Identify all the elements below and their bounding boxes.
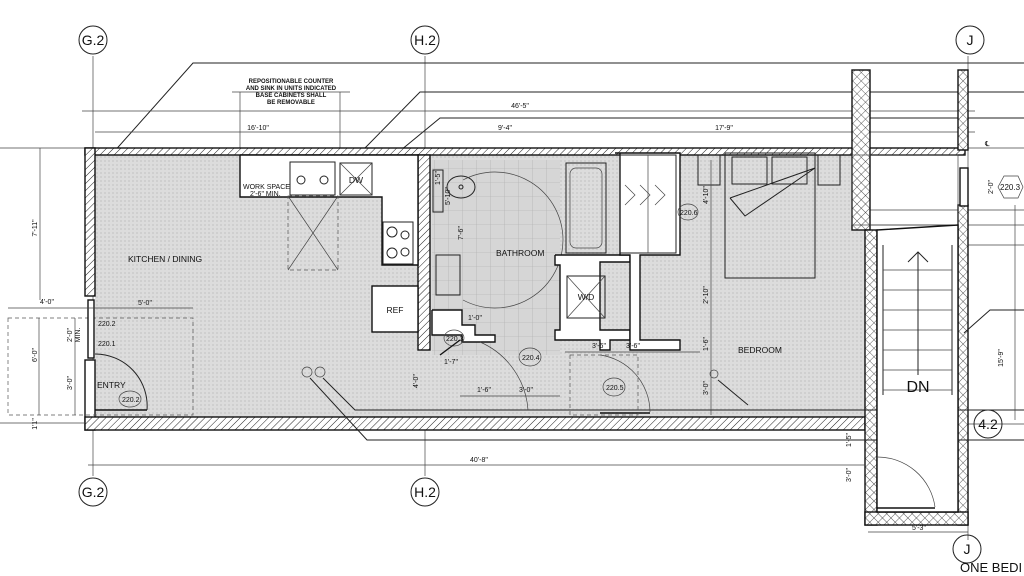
north-wall [84,147,966,156]
dimensions-kitchen_h-label: 7'-11" [32,219,39,237]
sink [289,161,336,196]
dimensions-win_2-label: 2'-0" [67,328,74,342]
grid-bubble-j-bottom: J [952,534,982,564]
note-1-label: AND SINK IN UNITS INDICATED [246,86,337,92]
note-3-label: BE REMOVABLE [267,100,315,106]
fixtures-washer_dryer-label: W/D [578,292,595,302]
dimensions-stair_30-label: 3'-0" [846,468,853,482]
dimensions-bath_76-label: 7'-6" [458,226,465,240]
washer-dryer-area: W/D 220.6 [554,152,699,351]
dimensions-right-label: 17'-9" [715,125,733,132]
note-0-label: REPOSITIONABLE COUNTER [249,79,334,85]
grid-bubble-h2-bottom: H.2 [410,477,440,507]
tags-entry: 220.2 220.1 220.2 [98,321,142,408]
entry-door-swing [94,353,148,411]
grid_labels-g2_bottom-label: G.2 [82,484,105,500]
dimensions-bath_30-label: 3'-0" [519,387,533,394]
sheet-title: ONE BEDI [960,560,1022,575]
room-label-entry: ENTRY [97,380,126,390]
dishwasher [339,162,373,196]
dimensions-entry_6-label: 6'-0" [32,348,39,362]
bed [697,152,841,279]
dimensions-stair_53-label: 5'-3" [912,525,926,532]
dimensions-wd_36b-label: 3'-6" [626,343,640,350]
tags-t2202b-label: 220.2 [122,397,140,404]
grid-bubble-g2-top: G.2 [78,25,108,55]
room-label-kitchen: KITCHEN / DINING [128,254,202,264]
grid-bubble-j-top: J [955,25,985,55]
room-label-bedroom: BEDROOM [738,345,782,355]
note-2-label: BASE CABINETS SHALL [256,93,327,99]
dimensions-bed_410-label: 4'-10" [703,186,710,204]
grid_labels-g2_top-label: G.2 [82,32,105,48]
grid_labels-h2_bottom-label: H.2 [414,484,436,500]
window-tag-220-3: 220.3 [997,175,1024,199]
tags-t2204-label: 220.4 [522,355,540,362]
dimensions-entry_3-label: 3'-0" [67,376,74,390]
dimensions-left_4-label: 4'-0" [40,299,54,306]
dimensions-bath_510-label: 5'-10" [445,187,452,205]
dimensions-bed_30-label: 3'-0" [703,381,710,395]
rooms-bathroom-label: BATHROOM [496,248,544,258]
dimensions-wd_36a-label: 3'-6" [592,343,606,350]
dimensions-mid-label: 9'-4" [498,125,512,132]
dimensions-bath_15-label: 1'-5" [435,171,442,185]
tags-t2202a-label: 220.2 [98,321,116,328]
fixtures-stair_dir-label: DN [906,379,929,396]
dimensions-entry_5-label: 5'-0" [138,300,152,307]
toilet [446,175,476,199]
dimensions-cl-label: ℄ [984,141,990,148]
stair: DN [876,224,959,513]
south-wall [84,416,866,431]
tags-t2206-label: 220.6 [680,210,698,217]
fixtures-work_space-label: WORK SPACE [243,184,290,191]
tags-t2203-label: 220.3 [446,336,464,343]
lavatory [435,254,461,296]
dimensions-overall-label: 46'-5" [511,103,529,110]
kitchen-bath-wall [417,154,431,351]
grid-bubble-h2-top: H.2 [410,25,440,55]
dimensions-hall_40-label: 4'-0" [413,374,420,388]
kitchen-counter: DW WORK SPACE 2'-6" MIN. REF [239,154,419,333]
tags-t2205-label: 220.5 [606,385,624,392]
grid_labels-h2_top-label: H.2 [414,32,436,48]
dimensions-stair_159-label: 15'-9" [998,349,1005,367]
grid-bubble-g2-bottom: G.2 [78,477,108,507]
refrigerator [371,285,419,333]
dimensions-bath_1-label: 1'-0" [468,315,482,322]
entry-clearance [7,317,194,416]
dimensions-bath_16-label: 1'-6" [477,387,491,394]
fixtures-dishwasher-label: DW [349,175,363,185]
fixtures-work_space_min-label: 2'-6" MIN. [250,191,281,198]
dimensions-win_20-label: 2'-0" [988,180,995,194]
cooktop [382,221,414,265]
grid_labels-j_bottom-label: J [964,541,971,557]
dimensions-stair_15-label: 1'-5" [846,433,853,447]
fixtures-refrigerator-label: REF [387,305,404,315]
bathroom: BATHROOM 7'-6" 1'-5" 5'-10" 1'-0" [432,162,607,322]
dimensions-bed_16-label: 1'-6" [703,337,710,351]
dimensions-min-label: MIN. [75,328,82,343]
window [87,299,95,359]
tags-t2207-label: 220.3 [1000,183,1021,192]
dimensions-bed_210-label: 2'-10" [703,286,710,304]
grid_labels-row_42-label: 4.2 [978,416,998,432]
dimensions-closet_17-label: 1'-7" [444,359,458,366]
dimensions-bottom-label: 40'-8" [470,457,488,464]
dimensions-wall_1-label: 1'1" [32,418,39,430]
tags-t2201-label: 220.1 [98,341,116,348]
grid_labels-j_top-label: J [967,32,974,48]
west-wall [84,147,96,297]
bathtub [565,162,607,254]
dimensions-left-label: 16'-10" [247,125,269,132]
